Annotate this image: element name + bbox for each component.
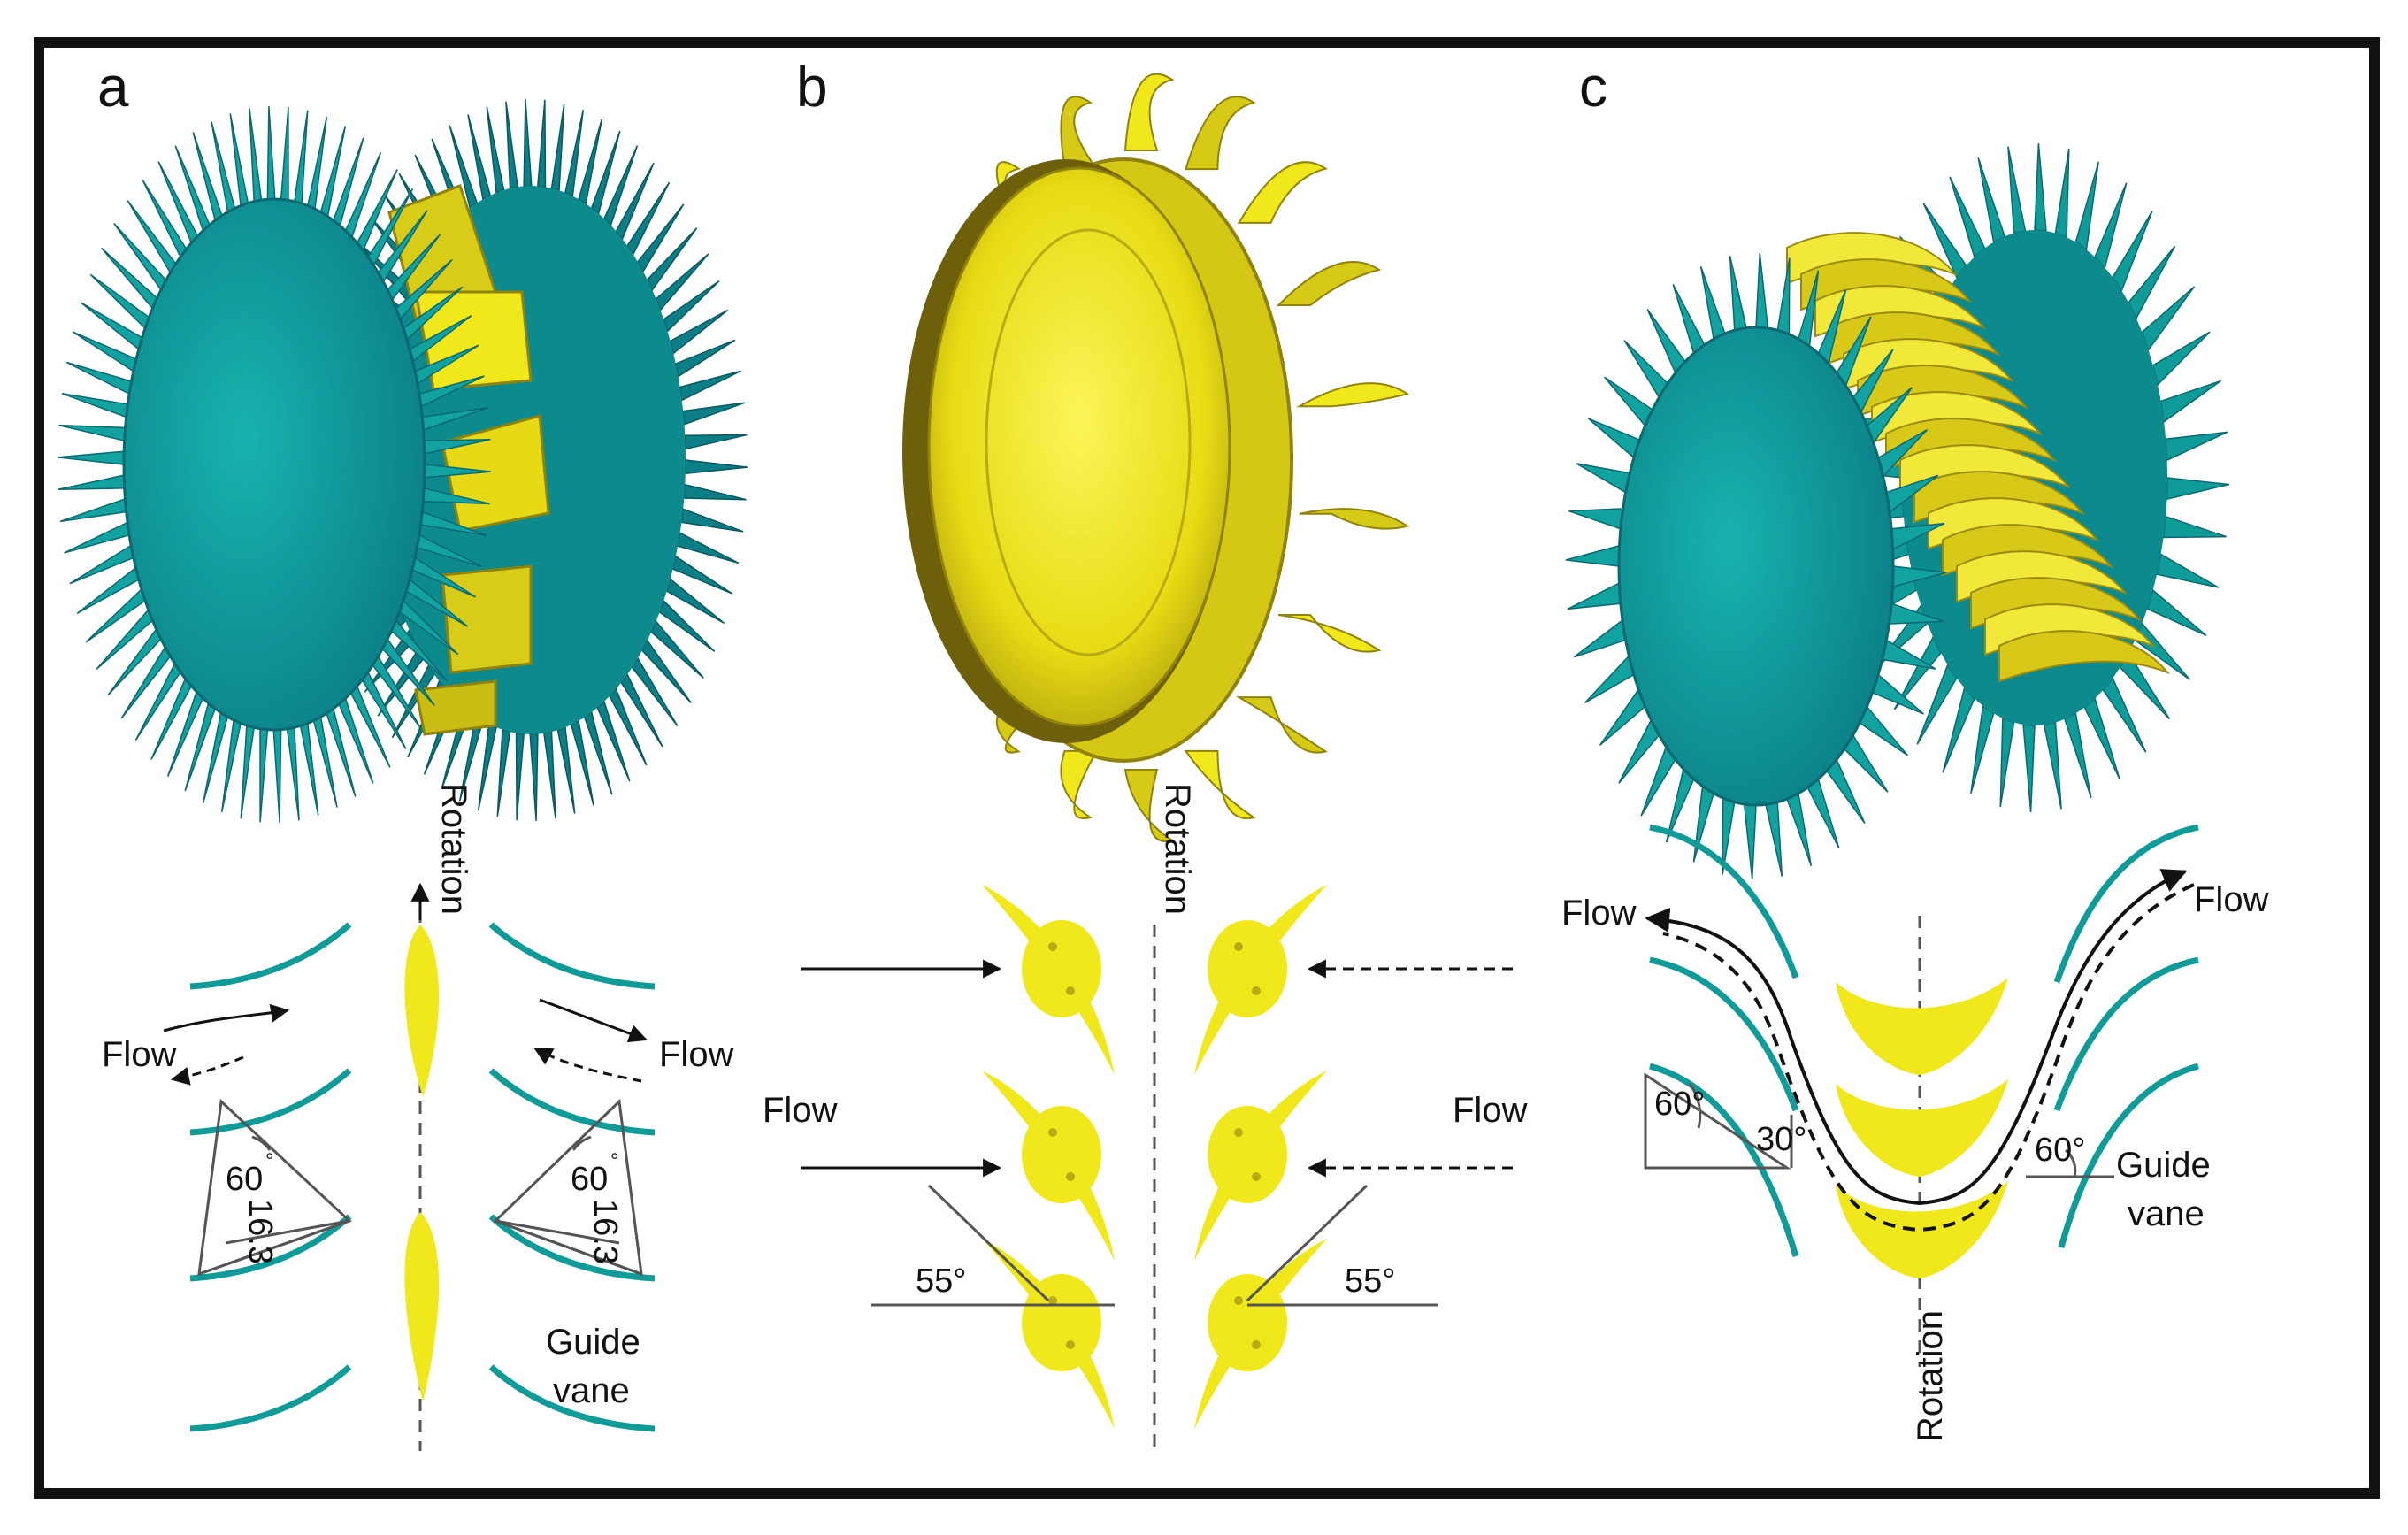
panel-a-vane-label: vane: [553, 1371, 630, 1410]
blade-pin: [1066, 986, 1075, 995]
rotor-blade: [1060, 749, 1099, 820]
panel-a-left-angle-construction: [197, 1098, 352, 1277]
panel-a-flow-arrow-right-solid: [539, 998, 648, 1043]
panel-a-letter: a: [97, 55, 129, 119]
panel-b-disc-face: [927, 166, 1231, 727]
panel-a-right-angle-60: 60: [571, 1161, 608, 1198]
panel-c-angle-30: 30°: [1756, 1121, 1806, 1158]
panel-b-rotation-label: Rotation: [1158, 783, 1197, 915]
rotor-blade: [1060, 96, 1099, 171]
rotor-blade: [1123, 73, 1175, 151]
panel-c-front-guide-vanes: [1565, 252, 1947, 880]
panel-a-flow-arrow-left-dashed: [170, 1055, 244, 1086]
panel-a: a Rotation: [57, 55, 748, 1451]
panel-c-angle-60-left: 60°: [1654, 1086, 1705, 1123]
panel-a-left-guide-vanes: [189, 922, 352, 1432]
rotor-blade: [1276, 261, 1382, 306]
rotor-blade: [1237, 161, 1328, 224]
panel-c-flow-path-left-exit: [1645, 908, 1793, 1040]
panel-c-left-guide-vanes: [1649, 824, 1799, 1257]
panel-c-flow-label-left: Flow: [1561, 894, 1637, 933]
rotor-blade: [1296, 382, 1410, 408]
panel-c-flow-path-dashed: [1662, 883, 2195, 1232]
blade-pin: [1048, 1296, 1057, 1305]
panel-a-right-guide-vanes: [488, 922, 656, 1432]
panel-a-flow-label-right: Flow: [659, 1035, 734, 1074]
panel-a-right-angle-16: 16.3: [587, 1199, 624, 1264]
panel-a-rotor-blade-1: [404, 925, 440, 1097]
panel-a-left-angle-60: 60: [226, 1161, 263, 1198]
panel-c-angle-construction: [1644, 1072, 2114, 1178]
panel-b-angle-right: 55°: [1345, 1263, 1395, 1300]
panel-c: c Rotation: [1561, 55, 2269, 1442]
panel-a-left-angle-60-degree: °: [265, 1149, 274, 1173]
panel-b-angle-lines: [871, 1184, 1438, 1307]
rotor-blade: [1235, 696, 1328, 754]
rotor-blade: [1998, 630, 2171, 683]
rotor-blade: [1278, 614, 1382, 653]
panel-c-flow-path-solid: [1790, 869, 2188, 1206]
panel-a-front-disc: [122, 197, 426, 732]
panel-a-right-angle-60-degree: °: [610, 1149, 619, 1173]
panel-a-rotor-blade-2: [404, 1212, 440, 1402]
panel-a-flow-arrow-left-solid: [163, 1003, 290, 1032]
blade-pin: [1234, 1128, 1243, 1137]
panel-b-disc-inner-ring: [985, 228, 1192, 656]
blade-pin: [1252, 1340, 1261, 1349]
panel-b-rotor-render: [902, 73, 1410, 842]
blade-pin: [1234, 942, 1243, 951]
blade-pin: [1048, 1128, 1057, 1137]
panel-a-left-angle-16: 16.3: [242, 1199, 279, 1264]
panel-c-angle-60-right: 60°: [2035, 1132, 2085, 1169]
panel-c-front-disc: [1617, 326, 1895, 807]
panel-b-letter: b: [796, 55, 828, 119]
panel-b: b Rotation Flow Flow 55° 55°: [763, 55, 1528, 1451]
panel-c-turbine-render: [1565, 143, 2230, 880]
panel-c-flow-label-right: Flow: [2194, 880, 2269, 919]
blade-pin: [1234, 1296, 1243, 1305]
panel-a-front-guide-vanes: [57, 106, 492, 823]
panel-a-turbine-render: [57, 99, 748, 823]
rotor-blade: [1299, 508, 1410, 530]
panel-a-right-angle-construction: [493, 1098, 643, 1277]
panel-c-rotor-profiles: [1836, 978, 2008, 1278]
blade-pin: [1066, 1172, 1075, 1181]
blade-pin: [1252, 1172, 1261, 1181]
panel-b-flow-label-right: Flow: [1453, 1091, 1528, 1130]
panel-b-angle-left: 55°: [916, 1263, 966, 1300]
panel-c-rotation-label: Rotation: [1911, 1310, 1950, 1442]
panel-c-guide-label: Guide: [2116, 1146, 2211, 1185]
panel-a-rotation-label: Rotation: [434, 783, 473, 915]
rotor-blade: [1123, 769, 1175, 842]
panel-c-vane-label: vane: [2128, 1194, 2205, 1233]
panel-c-right-guide-vanes: [2053, 824, 2199, 1248]
rotor-blade: [1184, 749, 1256, 820]
blade-pin: [1252, 986, 1261, 995]
blade-pin: [1048, 942, 1057, 951]
rotor-blade: [1185, 96, 1256, 171]
panel-a-guide-label: Guide: [546, 1323, 640, 1362]
panel-b-blade-profiles: [982, 885, 1327, 1429]
panel-b-flow-label-left: Flow: [763, 1091, 838, 1130]
panel-c-letter: c: [1579, 55, 1607, 119]
blade-pin: [1066, 1340, 1075, 1349]
panel-a-flow-label-left: Flow: [102, 1035, 177, 1074]
